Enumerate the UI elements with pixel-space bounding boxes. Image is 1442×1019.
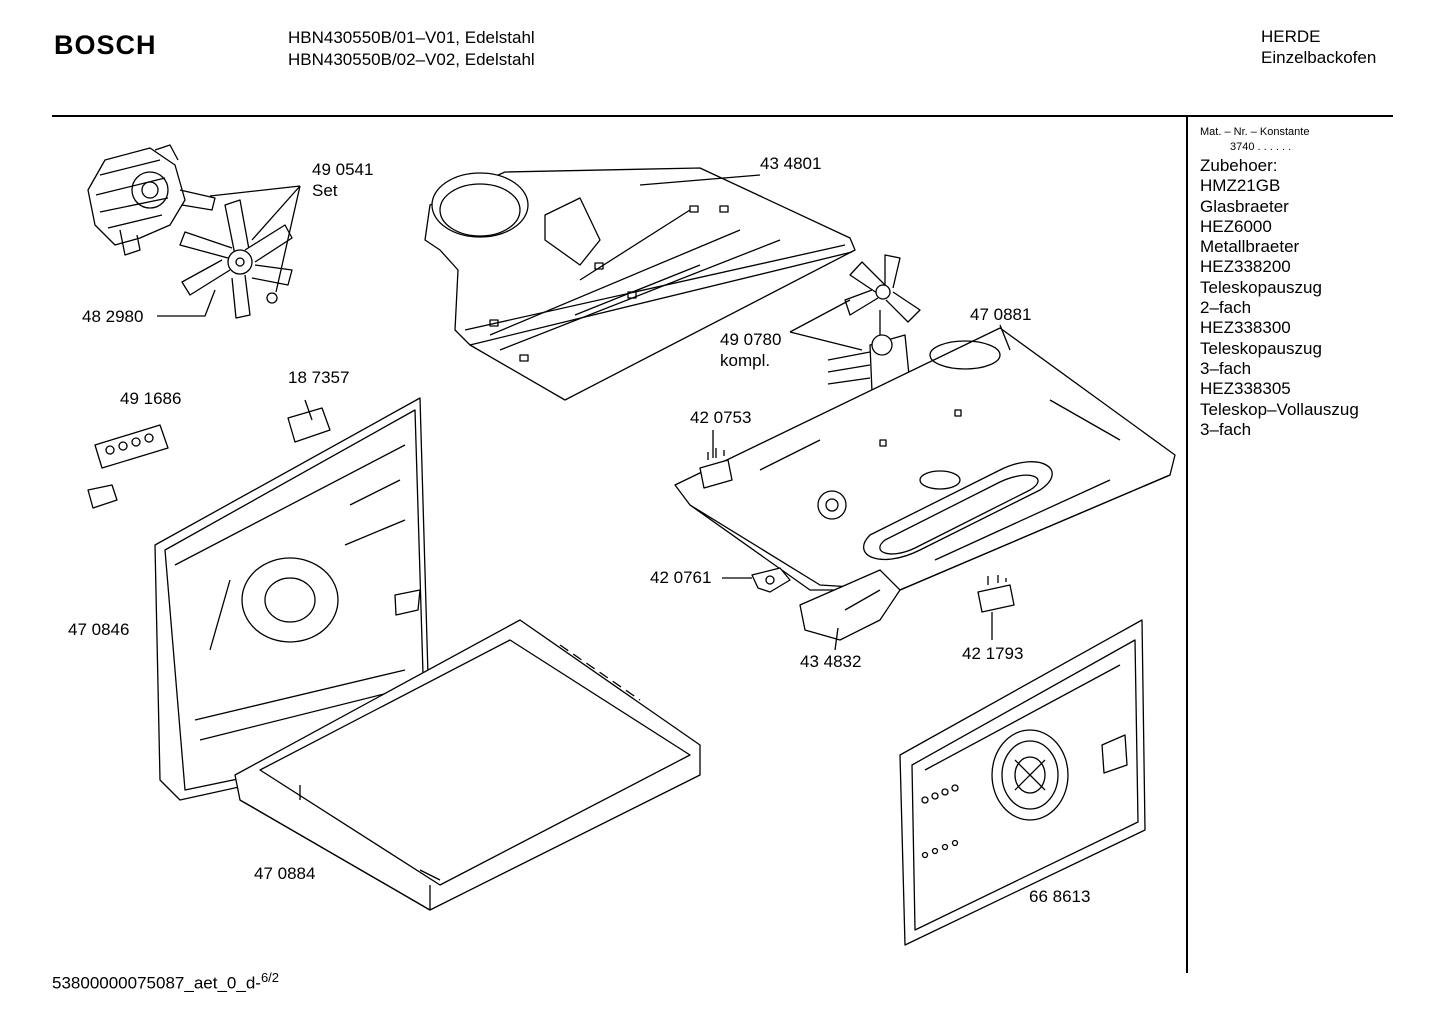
accessory-line: HMZ21GB [1200, 176, 1281, 196]
part-number-434801: 43 4801 [760, 154, 822, 173]
part-number-490780: 49 0780 [720, 330, 782, 349]
brand-logo: BOSCH [54, 30, 157, 60]
convection-motor-drawing [87, 144, 216, 256]
leader-490780 [789, 299, 863, 351]
part-number-434832: 43 4832 [800, 652, 862, 671]
part-number-187357: 18 7357 [288, 368, 350, 387]
leader-490541 [209, 185, 301, 293]
cooling-fan-drawing [827, 254, 921, 393]
accessory-line: Metallbraeter [1200, 237, 1300, 257]
part-number-482980: 48 2980 [82, 307, 144, 326]
fan-wheel-drawing [179, 199, 293, 319]
part-note-490541: Set [312, 181, 338, 200]
thermostat-421793-drawing [977, 575, 1015, 613]
top-duct-drawing [424, 167, 856, 401]
accessory-line: 3–fach [1200, 419, 1252, 439]
leader-434801 [639, 174, 761, 186]
accessory-line: HEZ338305 [1200, 379, 1291, 399]
material-number-label: Mat. – Nr. – Konstante [1200, 126, 1310, 138]
part-number-470881: 47 0881 [970, 305, 1032, 324]
part-number-421793: 42 1793 [962, 644, 1024, 663]
accessory-line: HEZ338300 [1200, 318, 1291, 338]
accessory-line: HEZ338200 [1200, 257, 1291, 277]
terminal-block-491686-drawing [87, 424, 169, 509]
connector-187357-drawing [287, 399, 331, 443]
thermostat-420753-drawing [699, 448, 733, 489]
accessory-line: Teleskop–Vollauszug [1200, 399, 1359, 419]
part-number-470846: 47 0846 [68, 620, 130, 639]
accessory-line: Teleskopauszug [1200, 338, 1322, 358]
part-number-470884: 47 0884 [254, 864, 316, 883]
oven-front-panel-drawing [899, 619, 1146, 946]
part-number-490541: 49 0541 [312, 160, 374, 179]
sidebar-divider [1186, 116, 1188, 973]
accessory-line: Teleskopauszug [1200, 277, 1322, 297]
category-line-2: Einzelbackofen [1261, 48, 1377, 67]
part-number-668613: 66 8613 [1029, 887, 1091, 906]
leader-434832 [834, 627, 839, 651]
model-line-2: HBN430550B/02–V02, Edelstahl [288, 50, 535, 69]
document-code-text: 53800000075087_aet_0_d- [52, 973, 261, 993]
category-line-1: HERDE [1261, 27, 1321, 46]
bracket-420761-drawing [751, 567, 791, 593]
accessory-line: HEZ6000 [1200, 216, 1272, 236]
cover-434832-drawing [799, 569, 901, 641]
part-number-420761: 42 0761 [650, 568, 712, 587]
leader-470881 [999, 324, 1011, 351]
header-divider [52, 115, 1393, 117]
accessories-list: Zubehoer: HMZ21GB Glasbraeter HEZ6000 Me… [1200, 156, 1359, 440]
bottom-frame-drawing [234, 619, 701, 911]
accessory-line: 3–fach [1200, 358, 1252, 378]
model-line-1: HBN430550B/01–V01, Edelstahl [288, 28, 535, 47]
leader-482980 [157, 289, 216, 317]
accessory-line: Zubehoer: [1200, 156, 1278, 175]
part-note-490780: kompl. [720, 351, 771, 370]
accessory-line: 2–fach [1200, 298, 1252, 318]
part-number-420753: 42 0753 [690, 408, 752, 427]
material-number-value: 3740 . . . . . . [1230, 141, 1292, 153]
part-number-491686: 49 1686 [120, 389, 182, 408]
document-code: 53800000075087_aet_0_d-6/2 [52, 970, 279, 994]
page-number: 6/2 [260, 970, 280, 985]
accessory-line: Glasbraeter [1200, 196, 1289, 216]
